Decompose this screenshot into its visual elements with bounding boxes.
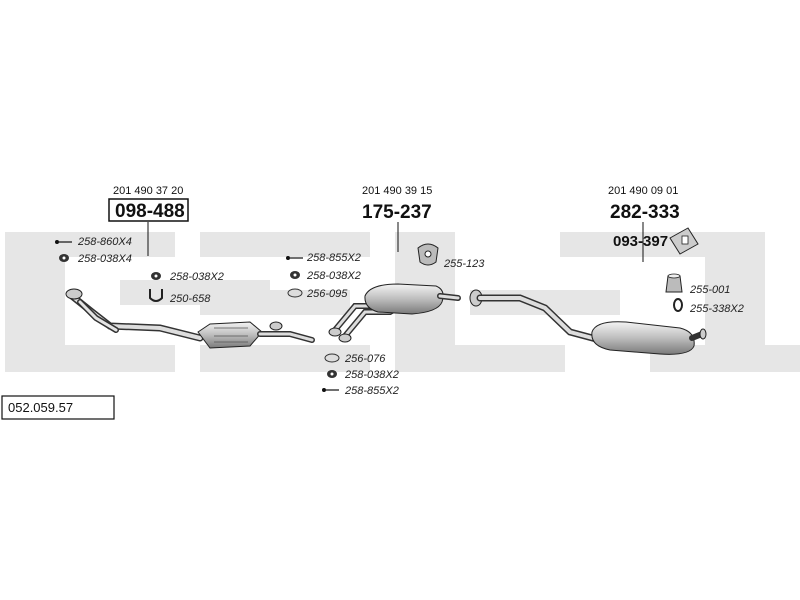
label-250-658: 250-658 (169, 293, 211, 305)
label-256-076: 256-076 (344, 353, 386, 365)
oem-number-2: 201 490 39 15 (362, 185, 432, 197)
part-number-box-1 (108, 198, 189, 222)
label-258-038x2-a: 258-038X2 (169, 271, 224, 283)
u-clamp-icon (149, 289, 163, 302)
center-silencer (328, 283, 461, 343)
oem-number-1: 201 490 37 20 (113, 185, 183, 197)
rubber-hanger-icon (417, 243, 439, 266)
front-pipe-catalytic-converter (65, 288, 315, 349)
nut-icon (151, 272, 161, 280)
label-256-095: 256-095 (306, 288, 348, 300)
label-258-855x2-a: 258-855X2 (306, 252, 361, 264)
label-255-123: 255-123 (443, 258, 485, 270)
part-number-1: 098-488 (115, 201, 185, 222)
bracket-icon (669, 227, 699, 255)
nut-icon (327, 370, 337, 378)
label-258-038x4: 258-038X4 (77, 253, 132, 265)
ring-icon (673, 298, 683, 312)
bolt-icon (55, 240, 72, 244)
bolt-icon (322, 388, 339, 392)
label-255-338x2: 255-338X2 (689, 303, 744, 315)
label-255-001: 255-001 (689, 284, 730, 296)
nut-icon (290, 271, 300, 279)
gasket-icon (287, 288, 303, 298)
rear-silencer (469, 289, 707, 355)
oem-number-3: 201 490 09 01 (608, 185, 678, 197)
secondary-part-number: 093-397 (613, 233, 668, 250)
reference-number: 052.059.57 (8, 400, 73, 415)
label-258-038x2-c: 258-038X2 (344, 369, 399, 381)
gasket-icon (324, 353, 340, 363)
bolt-icon (286, 256, 303, 260)
part-number-3: 282-333 (610, 202, 680, 223)
label-258-860x4: 258-860X4 (77, 236, 132, 248)
watermark-logo (5, 232, 800, 372)
rubber-mount-icon (665, 273, 683, 293)
part-number-2: 175-237 (362, 202, 432, 223)
label-258-855x2-b: 258-855X2 (344, 385, 399, 397)
label-258-038x2-b: 258-038X2 (306, 270, 361, 282)
nut-icon (59, 254, 69, 262)
reference-number-box (1, 395, 115, 420)
